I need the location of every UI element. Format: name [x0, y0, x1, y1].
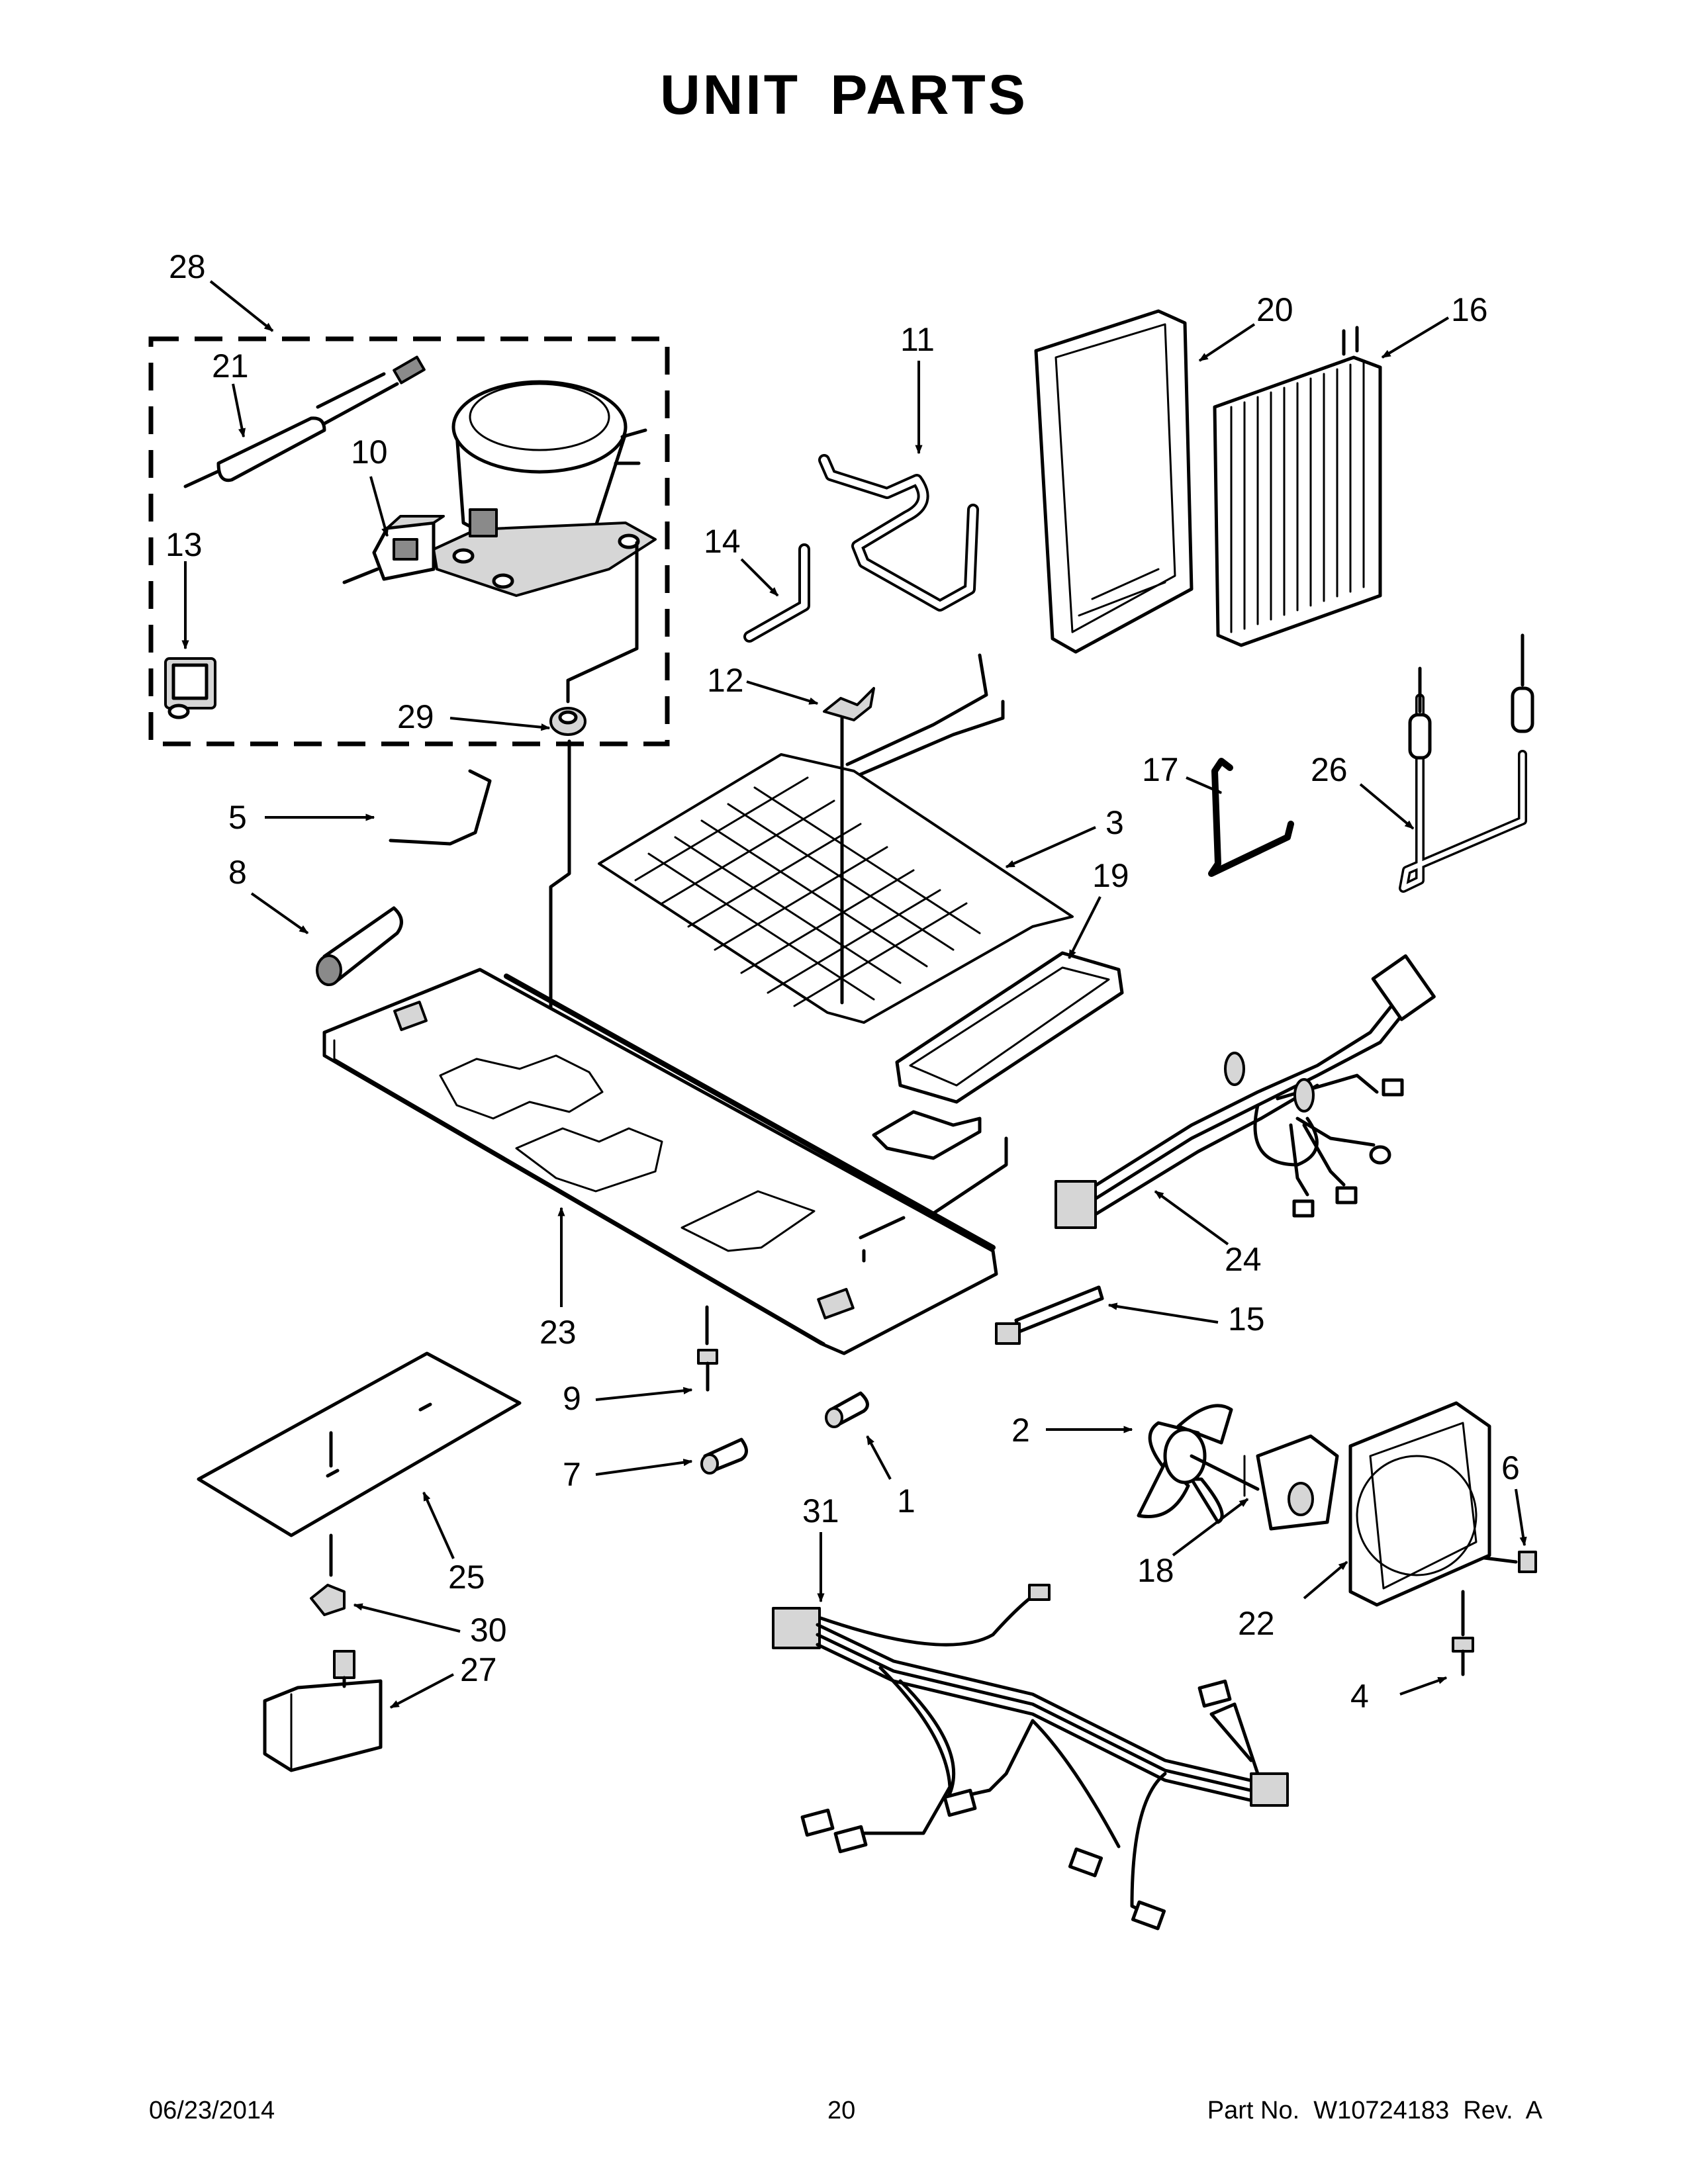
compressor-kit-dashed-box: [148, 336, 670, 747]
callout-2: 2: [1011, 1412, 1030, 1449]
callout-17: 17: [1142, 751, 1179, 788]
callout-11: 11: [900, 321, 935, 358]
evaporator-drawing: [1213, 326, 1382, 647]
tube-17-drawing: [1208, 758, 1294, 877]
callout-31: 31: [802, 1492, 839, 1529]
callout-30: 30: [470, 1612, 507, 1649]
control-box-drawing: [263, 1650, 383, 1772]
sleeve-drawing: [316, 906, 403, 986]
cable-tie-drawing: [995, 1285, 1104, 1345]
callout-12: 12: [707, 662, 744, 699]
callout-13: 13: [165, 526, 203, 563]
overload-drawing: [342, 515, 445, 584]
callout-1: 1: [897, 1482, 915, 1520]
callout-29: 29: [397, 698, 434, 735]
callout-10: 10: [351, 433, 388, 471]
leader-arrows: [181, 280, 1527, 1709]
callout-23: 23: [539, 1314, 577, 1351]
callout-4: 4: [1350, 1678, 1369, 1715]
callout-5: 5: [228, 799, 247, 836]
footer-date: 06/23/2014: [149, 2097, 275, 2124]
compressor-drawing: [432, 380, 657, 597]
harness-24-drawing: [1055, 954, 1436, 1229]
tube-26-drawing: [1399, 633, 1534, 893]
drier-drawing: [183, 355, 426, 488]
base-shroud-drawing: [322, 968, 998, 1355]
relay-drawing: [164, 657, 216, 719]
fan-motor-drawing: [1243, 1434, 1339, 1531]
grommet-drawing: [549, 541, 639, 1044]
fasteners-drawing: [697, 1305, 1537, 1676]
footer-part-number: Part No. W10724183 Rev. A: [1207, 2097, 1542, 2124]
insulation-sheet-drawing: [197, 1351, 522, 1577]
callout-15: 15: [1228, 1300, 1265, 1338]
callout-labels: 28 21 10 13 29 5 8 11 14 12 20 16 3 19 1…: [165, 248, 1520, 1715]
footer-page-number: 20: [827, 2097, 856, 2124]
evaporator-cover-drawing: [1034, 309, 1194, 654]
callout-8: 8: [228, 854, 247, 891]
callout-21: 21: [212, 347, 249, 385]
callout-9: 9: [563, 1380, 581, 1417]
callout-7: 7: [563, 1456, 581, 1493]
fan-blade-drawing: [1137, 1404, 1260, 1524]
callout-18: 18: [1137, 1552, 1174, 1589]
page-title: UNIT PARTS: [660, 64, 1028, 126]
clip-12-drawing: [823, 687, 875, 721]
callout-25: 25: [448, 1559, 485, 1596]
callout-28: 28: [169, 248, 206, 285]
callout-16: 16: [1451, 291, 1488, 328]
callout-22: 22: [1238, 1605, 1275, 1642]
wire-5-drawing: [389, 769, 492, 846]
callout-3: 3: [1105, 804, 1124, 841]
callout-20: 20: [1256, 291, 1293, 328]
callout-27: 27: [460, 1651, 497, 1688]
fan-bracket-drawing: [1348, 1401, 1491, 1607]
clip-30-drawing: [310, 1584, 346, 1616]
callout-14: 14: [704, 523, 741, 560]
callout-26: 26: [1311, 751, 1348, 788]
callout-6: 6: [1501, 1449, 1520, 1486]
harness-31-drawing: [772, 1584, 1289, 1931]
defrost-heater-drawing: [598, 653, 1074, 1024]
callout-24: 24: [1225, 1241, 1262, 1278]
callout-19: 19: [1092, 857, 1129, 894]
